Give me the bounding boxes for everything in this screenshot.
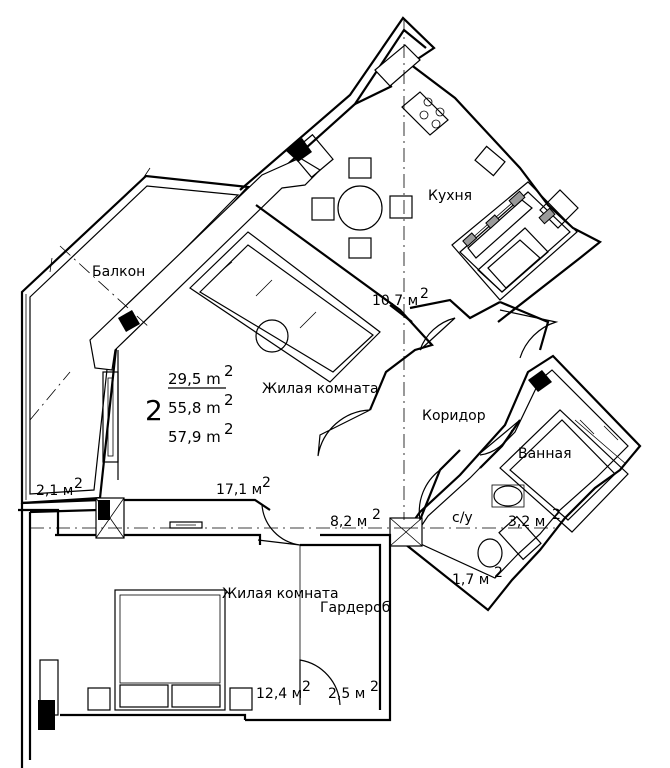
room-name-living-room-1: Жилая комната — [262, 381, 379, 397]
room-name-corridor: Коридор — [422, 408, 486, 424]
apartment-summary: 2 29,5 m 2 55,8 m 2 57,9 m 2 — [145, 362, 234, 446]
living-room-1-walls — [21, 138, 435, 529]
room-area-wardrobe: 2,5 м — [328, 686, 365, 702]
room-area-sup-living-room-2: 2 — [302, 679, 311, 695]
labels: Кухня 10,7 м 2 Балкон 2,1 м 2 Жилая комн… — [36, 188, 572, 702]
room-area-living-room-1: 17,1 м — [216, 482, 262, 498]
wet-zone-walls — [389, 300, 642, 612]
room-name-bathroom: Ванная — [518, 446, 572, 462]
room-area-sup-bathroom: 2 — [552, 507, 561, 523]
balcony-outline — [20, 167, 251, 505]
room-area-sup-wardrobe: 2 — [370, 679, 379, 695]
room-area-sup-toilet: 2 — [494, 565, 503, 581]
room-name-living-room-2: Жилая комната — [222, 586, 339, 602]
room-area-sup-kitchen: 2 — [420, 286, 429, 302]
room-name-balcony: Балкон — [92, 264, 145, 280]
room-area-living-room-2: 12,4 м — [256, 686, 302, 702]
room-area-corridor: 8,2 м — [330, 514, 367, 530]
total-area-with-balcony-sup: 2 — [224, 420, 234, 438]
total-area: 55,8 m — [168, 399, 221, 417]
room-area-balcony: 2,1 м — [36, 483, 73, 499]
room-area-sup-balcony: 2 — [74, 476, 83, 492]
room-area-sup-living-room-1: 2 — [262, 475, 271, 491]
room-area-sup-corridor: 2 — [372, 507, 381, 523]
total-area-sup: 2 — [224, 391, 234, 409]
room-area-toilet: 1,7 м — [452, 572, 489, 588]
rooms-count: 2 — [145, 394, 163, 427]
room-name-wardrobe: Гардероб — [320, 600, 390, 616]
room-name-kitchen: Кухня — [428, 188, 472, 204]
total-area-with-balcony: 57,9 m — [168, 428, 221, 446]
axes — [29, 18, 560, 529]
bedroom-walls — [18, 309, 559, 768]
living-area: 29,5 m — [168, 370, 221, 388]
kitchen-furniture — [290, 91, 506, 259]
living-area-sup: 2 — [224, 362, 234, 380]
room-area-kitchen: 10,7 м — [372, 293, 418, 309]
room-area-bathroom: 3,2 м — [508, 514, 545, 530]
room-name-toilet: с/у — [452, 510, 473, 526]
